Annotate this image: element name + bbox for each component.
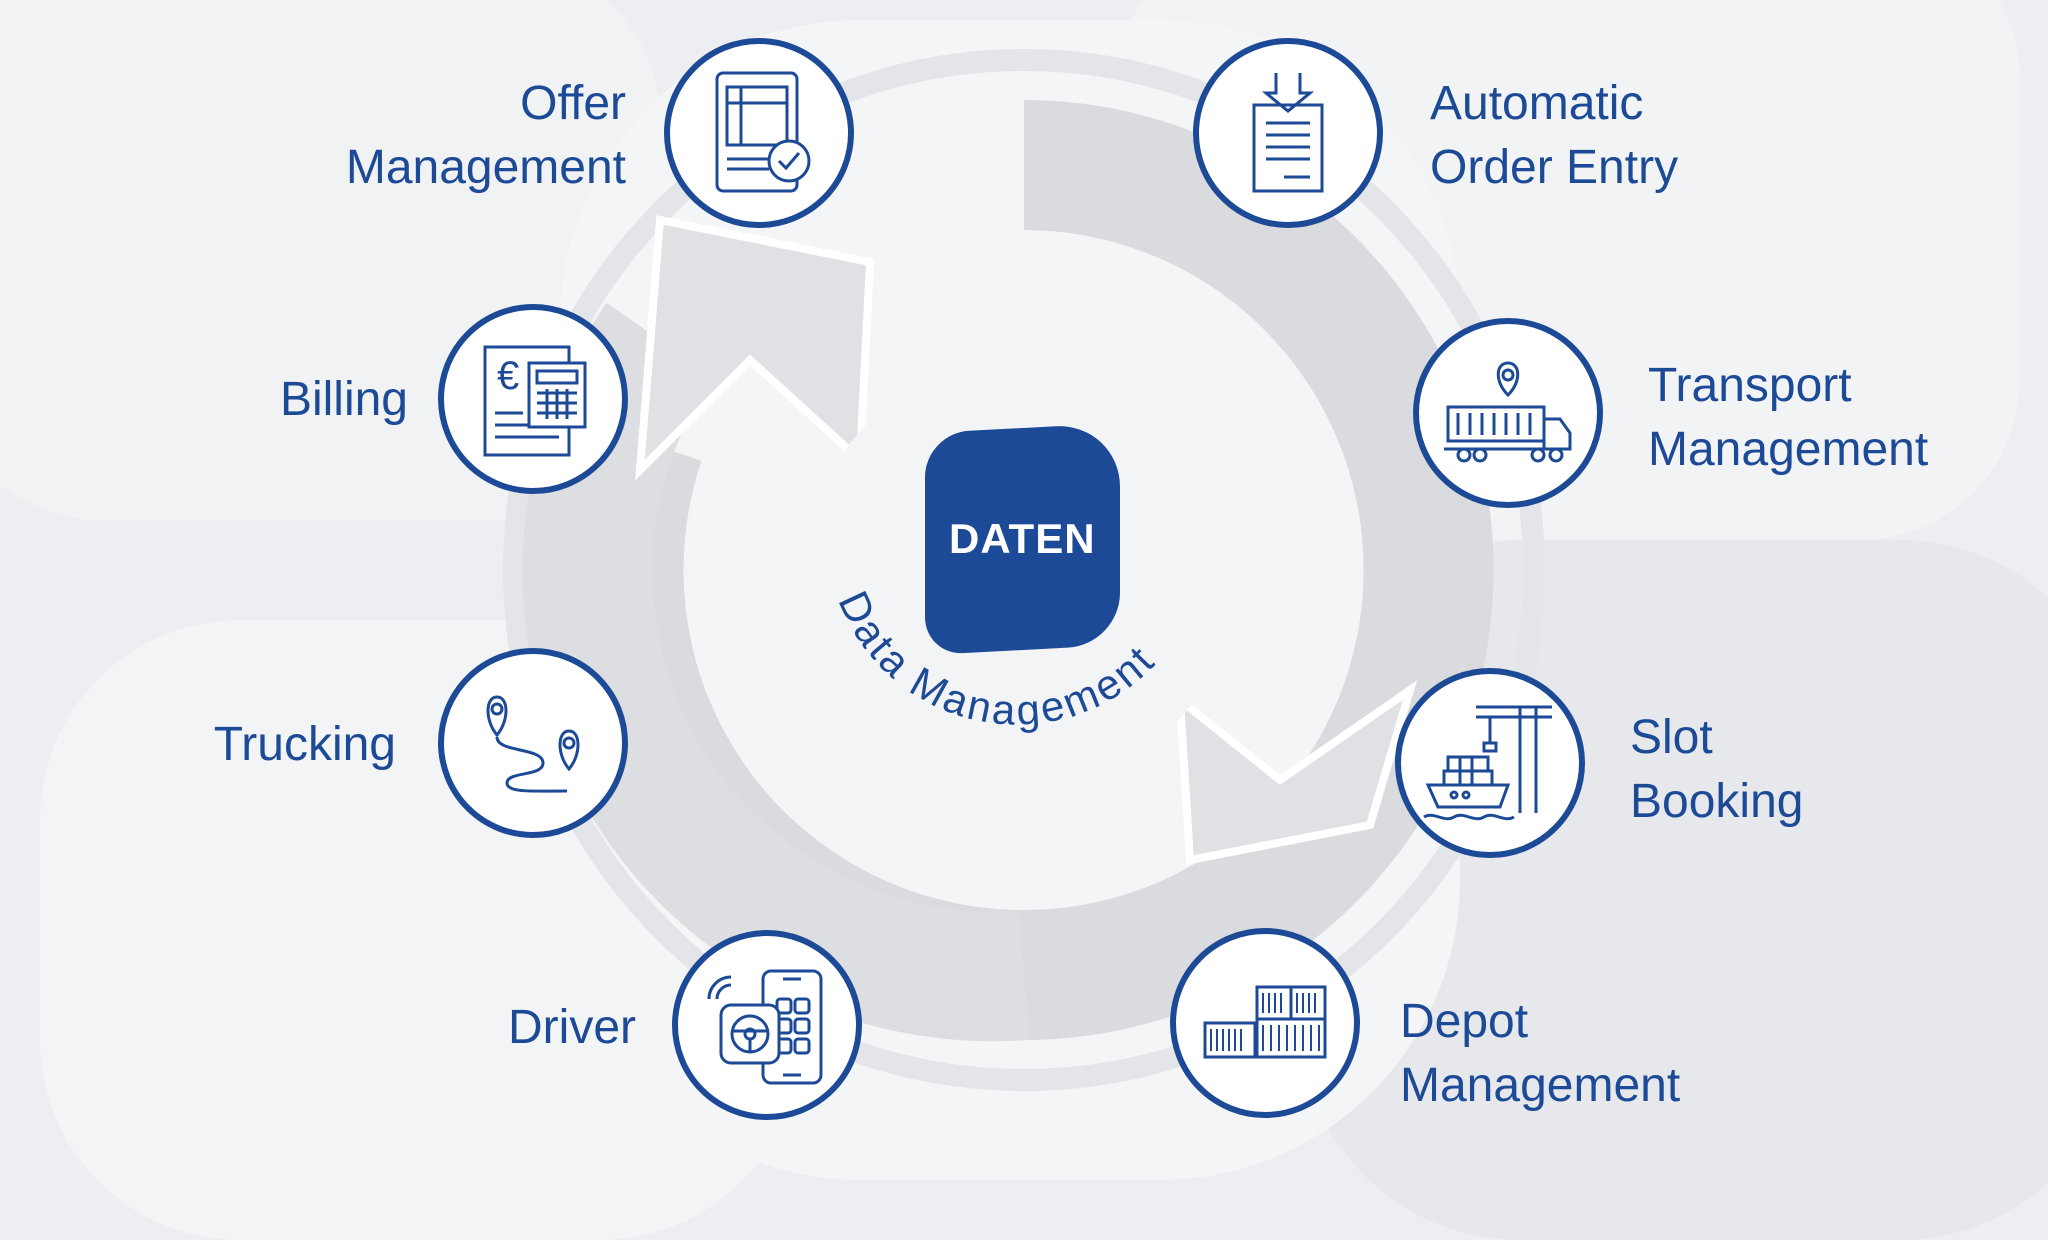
transport-management-node[interactable] xyxy=(1413,318,1603,508)
cycle-arrow-head xyxy=(635,215,875,481)
daten-badge-text: DATEN xyxy=(949,515,1096,563)
automatic-order-entry-node[interactable] xyxy=(1193,38,1383,228)
billing-node[interactable]: € xyxy=(438,304,628,494)
driver-label: Driver xyxy=(508,1001,636,1054)
cycle-diagram: Data Management xyxy=(503,49,1545,1091)
svg-text:€: € xyxy=(497,354,519,398)
tablet-document-check-icon xyxy=(715,71,811,193)
truck-location-icon xyxy=(1444,361,1572,463)
stacked-containers-icon xyxy=(1203,985,1327,1059)
crane-ship-icon xyxy=(1423,705,1552,821)
trucking-label: Trucking xyxy=(213,718,396,771)
cycle-arrow-band xyxy=(522,302,1029,1042)
document-download-icon xyxy=(1252,73,1324,193)
cycle-arrow-head xyxy=(1175,680,1418,865)
trucking-node[interactable] xyxy=(438,648,628,838)
driver-node[interactable] xyxy=(672,930,862,1120)
route-pins-icon xyxy=(486,695,580,793)
offer-management-node[interactable] xyxy=(664,38,854,228)
daten-badge: DATEN xyxy=(925,422,1120,656)
slot-booking-node[interactable] xyxy=(1395,668,1585,858)
depot-management-node[interactable] xyxy=(1170,928,1360,1118)
billing-label: Billing xyxy=(279,373,408,426)
invoice-calculator-icon: € xyxy=(483,345,587,457)
phone-steering-wheel-icon xyxy=(707,969,823,1085)
outer-ring xyxy=(503,49,1545,1091)
